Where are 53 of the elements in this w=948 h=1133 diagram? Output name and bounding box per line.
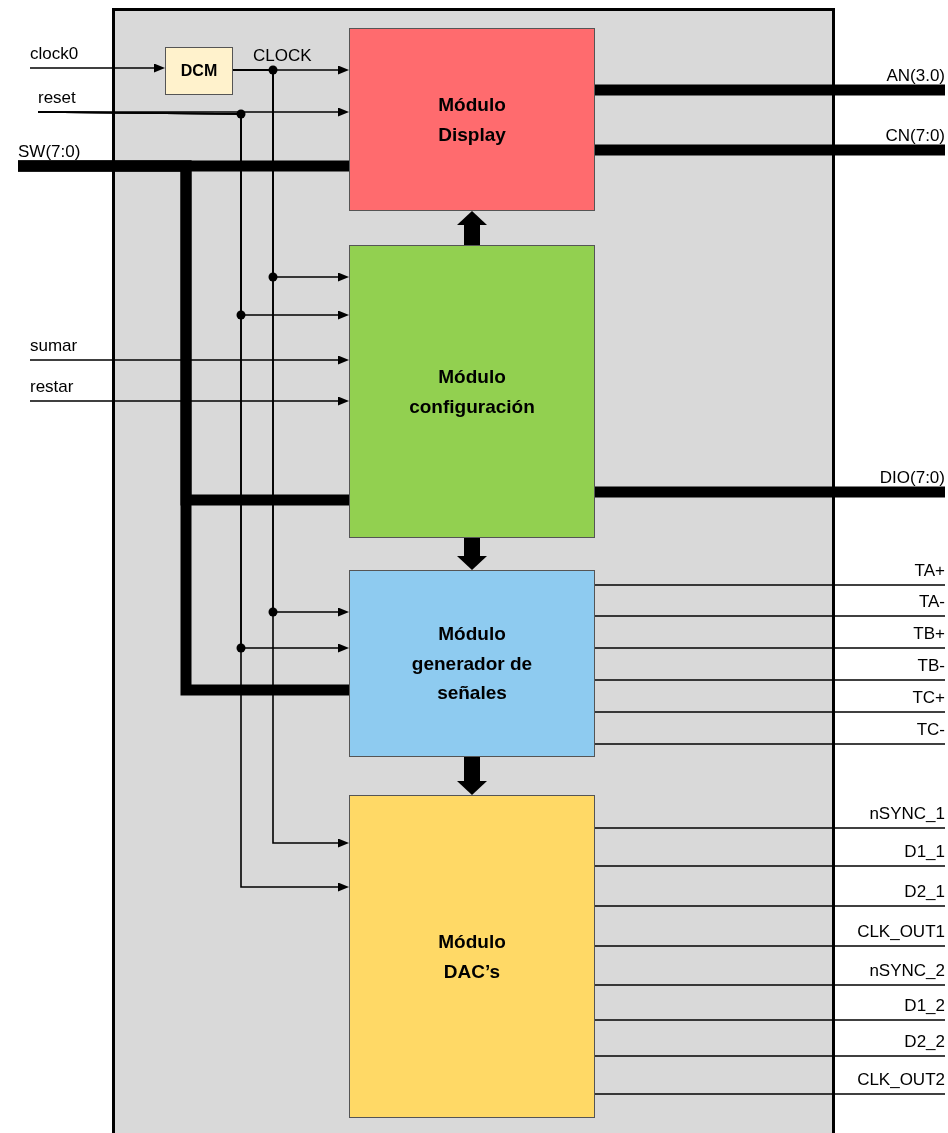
output-signal-label: TA+ <box>830 561 945 585</box>
signal-line <box>594 1019 946 1021</box>
input-signal-label: restar <box>30 377 74 401</box>
bus-line <box>595 486 945 498</box>
block-arrow <box>457 538 487 570</box>
signal-line <box>594 827 946 829</box>
system-boundary-box <box>112 8 835 1133</box>
output-signal-label: CLK_OUT1 <box>830 922 945 946</box>
block-arrow <box>457 211 487 245</box>
input-signal-label: sumar <box>30 336 78 360</box>
module-block: Módulo configuración <box>349 245 595 538</box>
bus-line <box>18 160 349 696</box>
signal-arrow <box>29 63 165 73</box>
input-signal-label: reset <box>38 88 76 112</box>
output-signal-label: TC- <box>830 720 945 744</box>
dcm-block: DCM <box>165 47 233 95</box>
output-signal-label: D2_2 <box>830 1032 945 1056</box>
output-signal-label: TB+ <box>830 624 945 648</box>
signal-line <box>594 743 946 745</box>
signal-line <box>594 1055 946 1057</box>
output-signal-label: D1_1 <box>830 842 945 866</box>
output-signal-label: CLK_OUT2 <box>830 1070 945 1094</box>
output-signal-label: D1_2 <box>830 996 945 1020</box>
output-signal-label: nSYNC_1 <box>830 804 945 828</box>
input-signal-label: clock0 <box>30 44 79 68</box>
signal-line <box>594 865 946 867</box>
signal-line <box>594 711 946 713</box>
output-signal-label: CN(7:0) <box>830 126 945 150</box>
output-signal-label: TA- <box>830 592 945 616</box>
signal-line <box>594 584 946 586</box>
signal-line <box>594 945 946 947</box>
signal-line <box>594 615 946 617</box>
edge-label: CLOCK <box>253 46 312 66</box>
signal-line <box>594 984 946 986</box>
output-signal-label: AN(3.0) <box>830 66 945 90</box>
signal-line <box>594 679 946 681</box>
output-signal-label: nSYNC_2 <box>830 961 945 985</box>
module-block: Módulo DAC’s <box>349 795 595 1118</box>
output-signal-label: DIO(7:0) <box>830 468 945 492</box>
module-block: Módulo Display <box>349 28 595 211</box>
output-signal-label: D2_1 <box>830 882 945 906</box>
signal-line <box>594 905 946 907</box>
signal-line <box>594 1093 946 1095</box>
block-arrow <box>457 757 487 795</box>
input-signal-label: SW(7:0) <box>18 142 81 166</box>
output-signal-label: TB- <box>830 656 945 680</box>
bus-line <box>595 144 945 156</box>
signal-arrow <box>29 396 349 406</box>
signal-arrow <box>29 355 349 365</box>
bus-line <box>595 84 945 96</box>
output-signal-label: TC+ <box>830 688 945 712</box>
module-block: Módulo generador de señales <box>349 570 595 757</box>
signal-line <box>594 647 946 649</box>
